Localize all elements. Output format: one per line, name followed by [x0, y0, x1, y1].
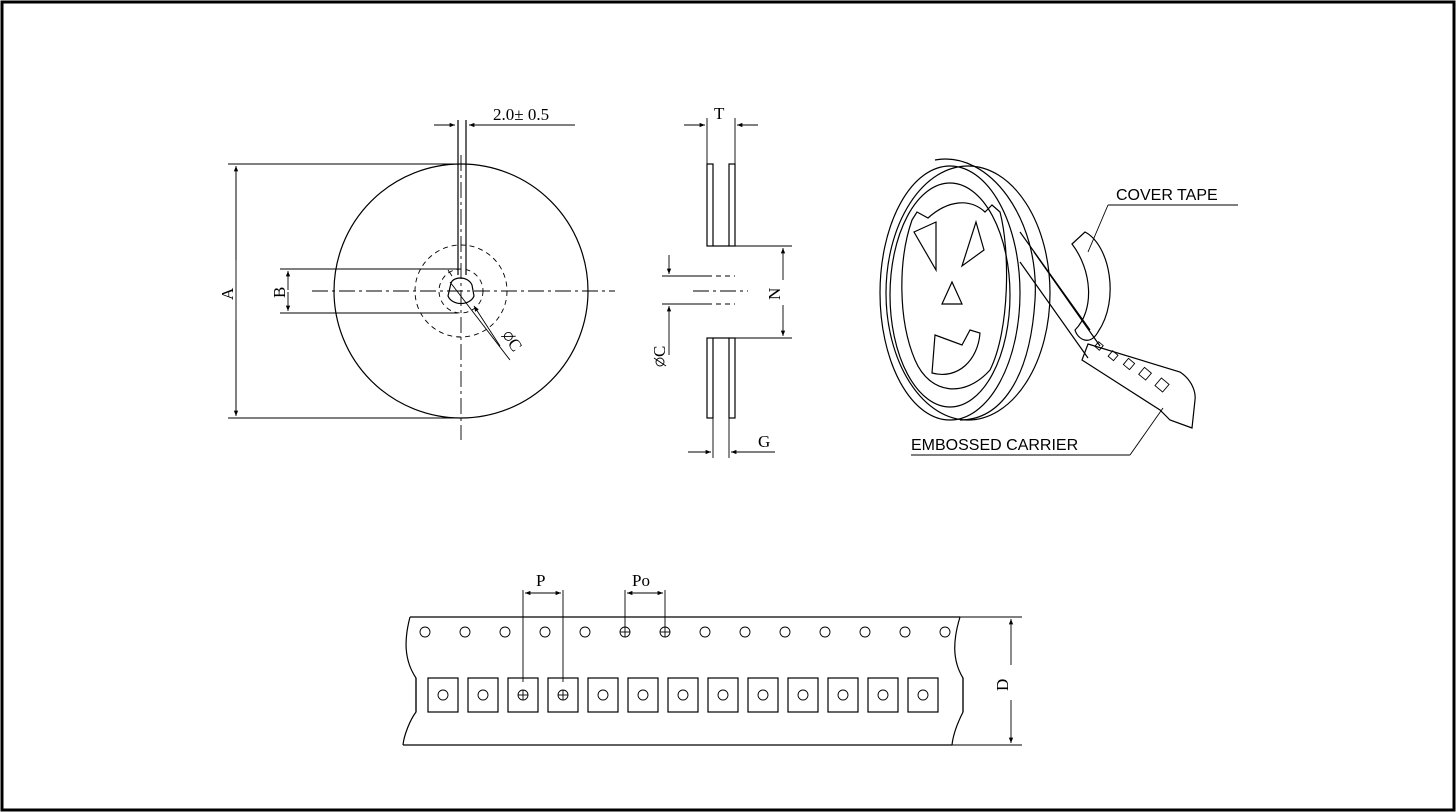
pockets — [427, 677, 939, 713]
tape-pocket — [907, 677, 939, 713]
sprocket-hole — [619, 626, 631, 638]
tape-pocket — [627, 677, 659, 713]
tape-pocket — [507, 677, 539, 713]
sprocket-hole — [539, 626, 551, 638]
reel-arbor-hole — [447, 277, 475, 305]
tape-pocket — [427, 677, 459, 713]
sprocket-hole — [419, 626, 431, 638]
sprocket-hole — [699, 626, 711, 638]
embossed-carrier-label: EMBOSSED CARRIER — [911, 437, 1078, 454]
dimension-Po: Po — [632, 571, 650, 590]
dimension-T: T — [714, 104, 725, 123]
cover-tape-label: COVER TAPE — [1116, 187, 1218, 204]
tape-pocket — [547, 677, 579, 713]
tape-pocket — [827, 677, 859, 713]
sprocket-hole — [739, 626, 751, 638]
sprocket-hole — [779, 626, 791, 638]
cover-tape-curl — [1071, 231, 1111, 341]
sprocket-hole — [499, 626, 511, 638]
sprocket-hole — [459, 626, 471, 638]
tape-pocket — [667, 677, 699, 713]
dimension-B: B — [270, 287, 289, 298]
sprocket-hole — [819, 626, 831, 638]
tape-pocket — [747, 677, 779, 713]
dimension-P: P — [536, 571, 545, 590]
sprocket-hole — [939, 626, 951, 638]
reel-window-bottom — [931, 329, 981, 375]
sprocket-hole — [859, 626, 871, 638]
tape-pocket — [787, 677, 819, 713]
sprocket-hole — [579, 626, 591, 638]
dimension-A: A — [218, 287, 237, 300]
dimension-D: D — [993, 679, 1012, 691]
reel-side-view: T N C G — [650, 104, 792, 458]
dimension-N: N — [765, 288, 784, 300]
tape-pocket — [467, 677, 499, 713]
reel-isometric-view: COVER TAPE EMBOSSED CARRIER — [879, 158, 1238, 456]
embossed-carrier-strip — [1081, 343, 1196, 429]
carrier-tape-view: P Po D — [402, 571, 1022, 746]
reel-window-left — [913, 221, 937, 273]
tape-pocket — [867, 677, 899, 713]
sprocket-hole — [659, 626, 671, 638]
sprocket-hole — [899, 626, 911, 638]
carrier-pockets — [1094, 341, 1170, 393]
sprocket-holes — [419, 626, 951, 638]
tape-pocket — [587, 677, 619, 713]
svg-text:C: C — [504, 335, 526, 355]
tape-pocket — [707, 677, 739, 713]
dimension-G: G — [758, 432, 770, 451]
slot-width-dimension: 2.0± 0.5 — [493, 105, 549, 124]
svg-text:C: C — [650, 346, 669, 357]
dimension-phi-C-side: C — [650, 346, 669, 367]
reel-window-center — [941, 280, 963, 305]
reel-window-right — [960, 219, 985, 268]
reel-front-view: 2.0± 0.5 A B C — [218, 105, 615, 440]
